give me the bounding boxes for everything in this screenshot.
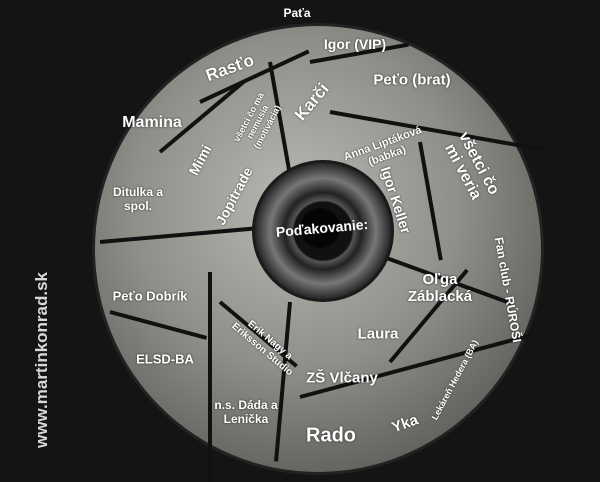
disc-center-hole (300, 208, 340, 248)
name-peto-dobrik: Peťo Dobrík (112, 288, 188, 304)
website-url: www.martinkonrad.sk (32, 271, 51, 449)
name-dada: n.s. Dáda a Lenička (214, 398, 278, 426)
name-peto-brat: Peťo (brat) (373, 71, 451, 89)
name-ditulka: Ditulka a spol. (112, 185, 163, 213)
name-laura: Laura (357, 325, 399, 343)
name-pata: Paťa (283, 6, 311, 21)
name-elsd: ELSD-BA (136, 351, 194, 367)
name-mamina: Mamina (122, 113, 182, 131)
name-zs: ZŠ Vlčany (306, 369, 378, 387)
name-olga: Oľga Záblacká (407, 270, 473, 305)
name-rado: Rado (306, 424, 356, 447)
name-igor-vip: Igor (VIP) (323, 35, 387, 52)
